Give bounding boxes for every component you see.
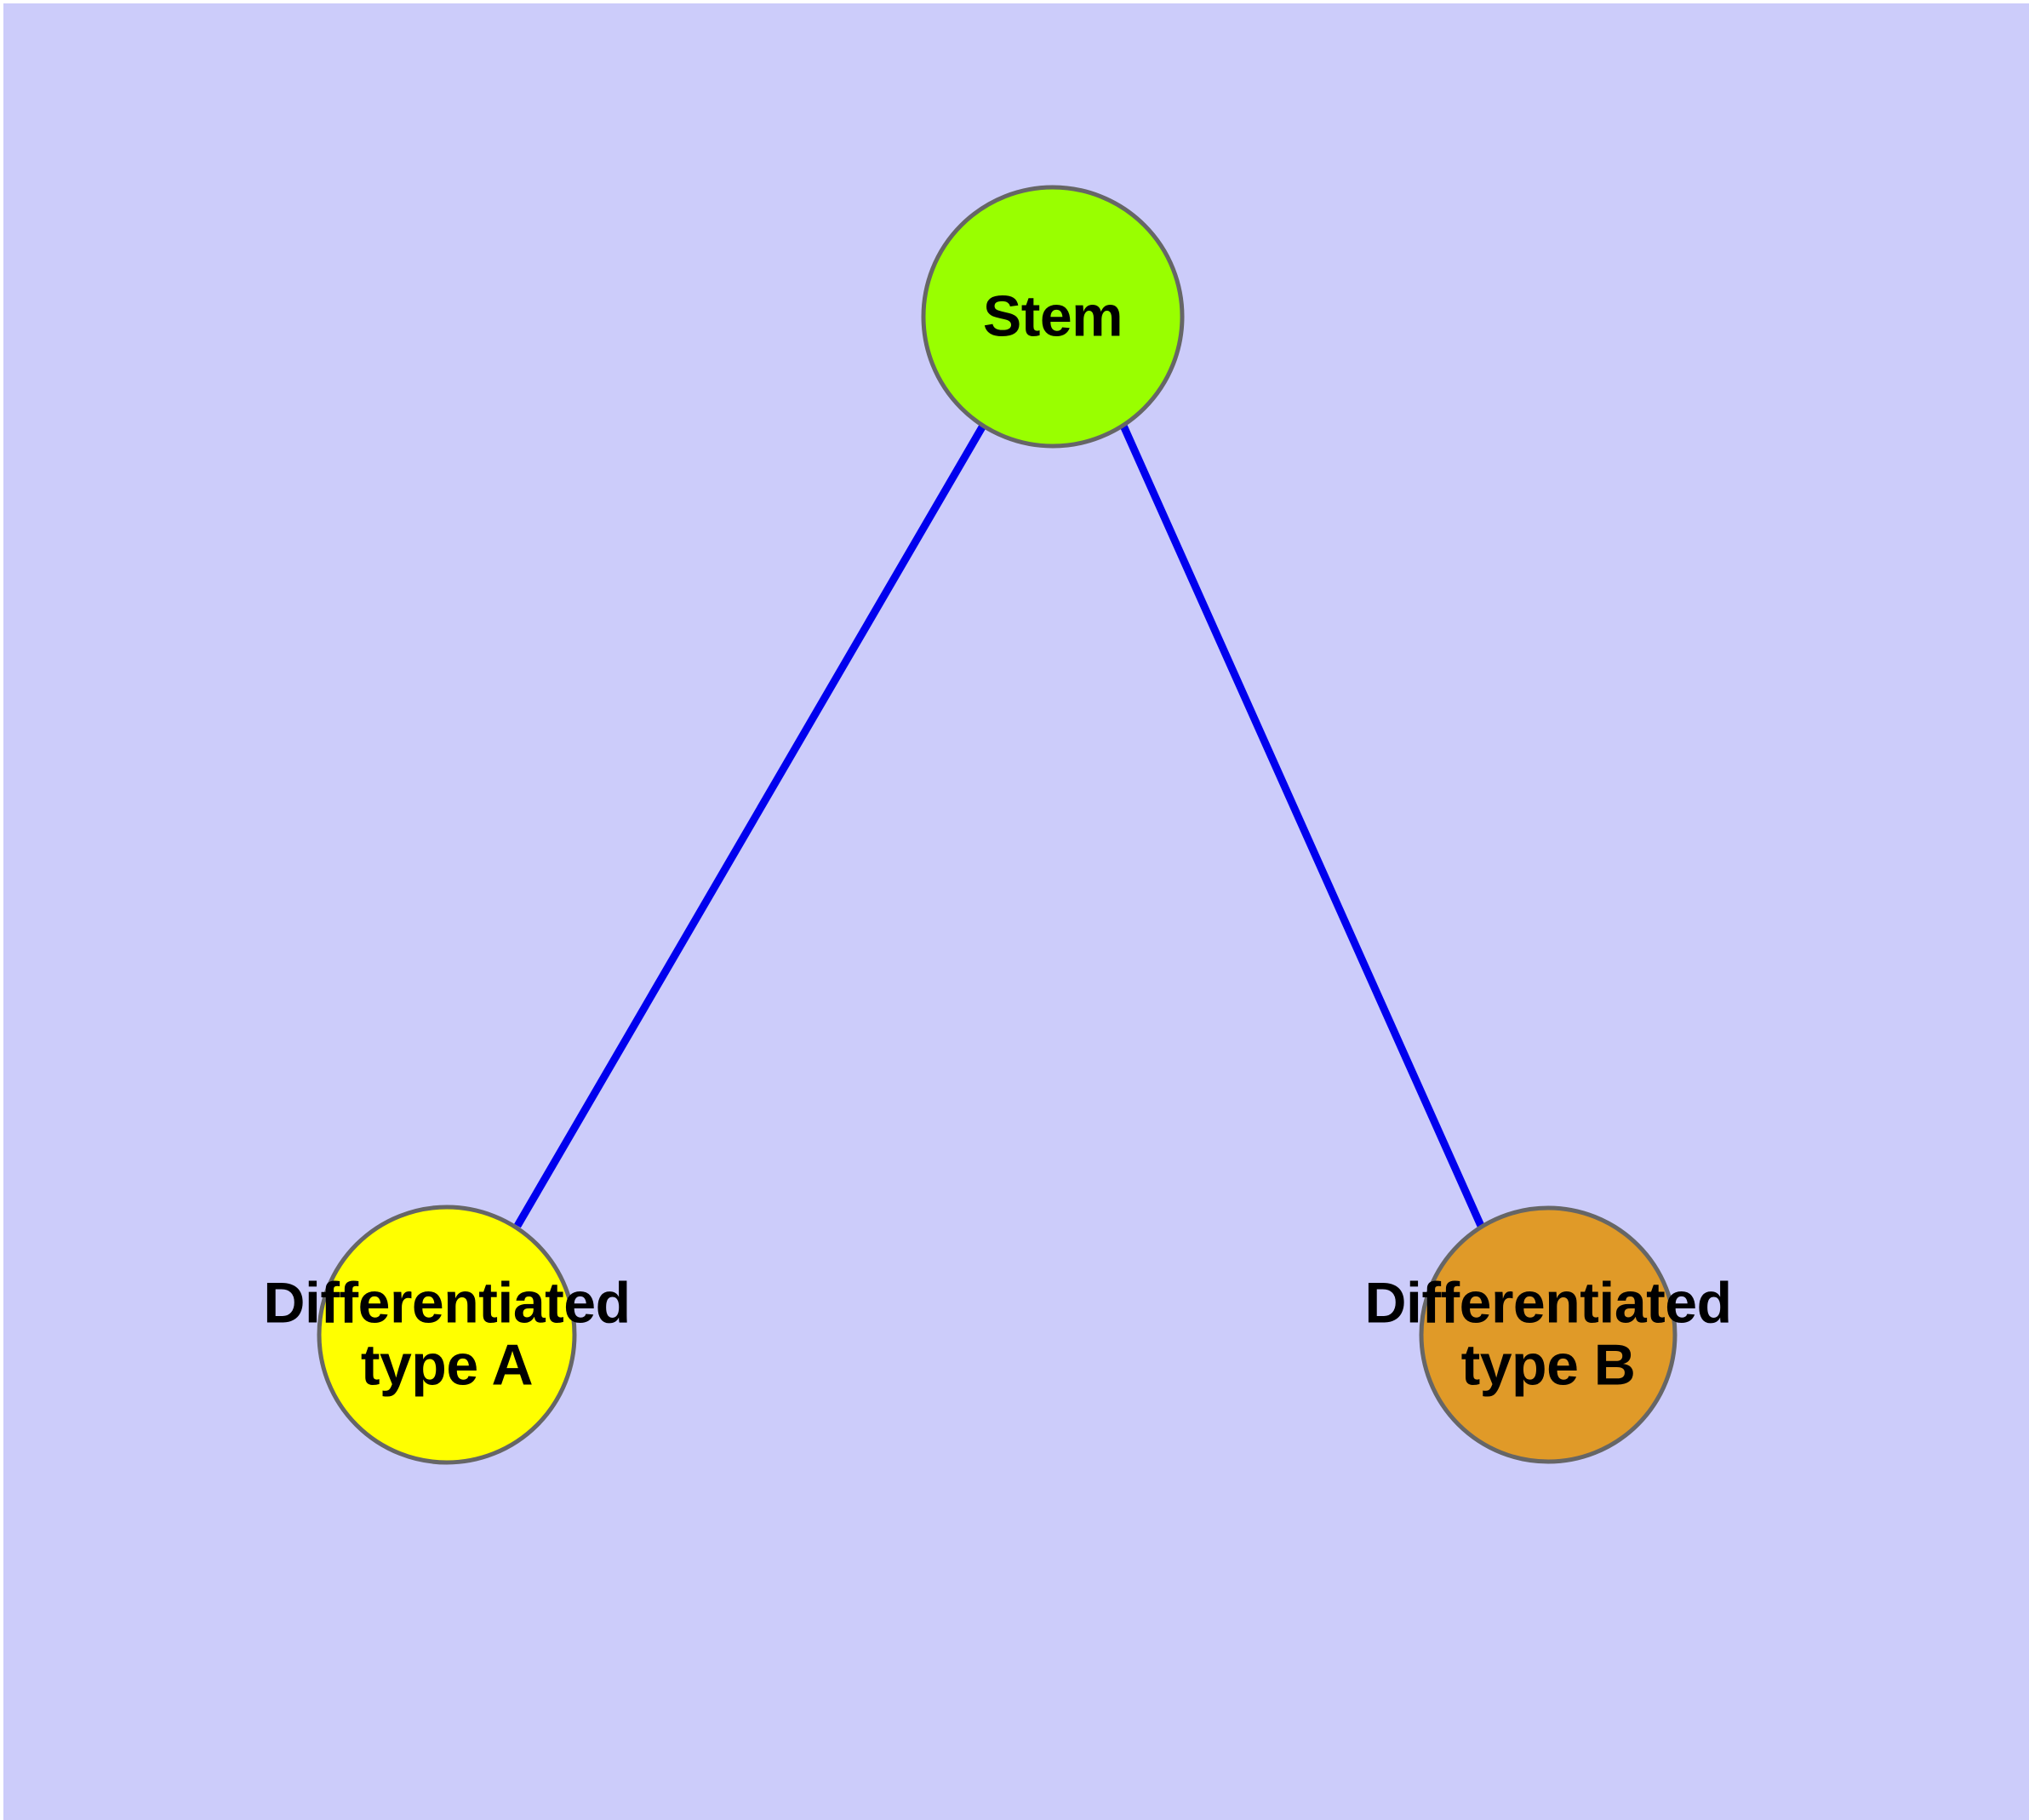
node-layer: [317, 185, 1677, 1465]
edge-layer: [514, 423, 1485, 1228]
node-differentiated-type-b[interactable]: [1419, 1205, 1677, 1464]
node-stem[interactable]: [921, 185, 1185, 449]
edge-stem-to-differentiated-type-a: [514, 423, 986, 1228]
node-differentiated-type-a[interactable]: [317, 1205, 577, 1465]
edge-stem-to-differentiated-type-b: [1119, 424, 1485, 1228]
